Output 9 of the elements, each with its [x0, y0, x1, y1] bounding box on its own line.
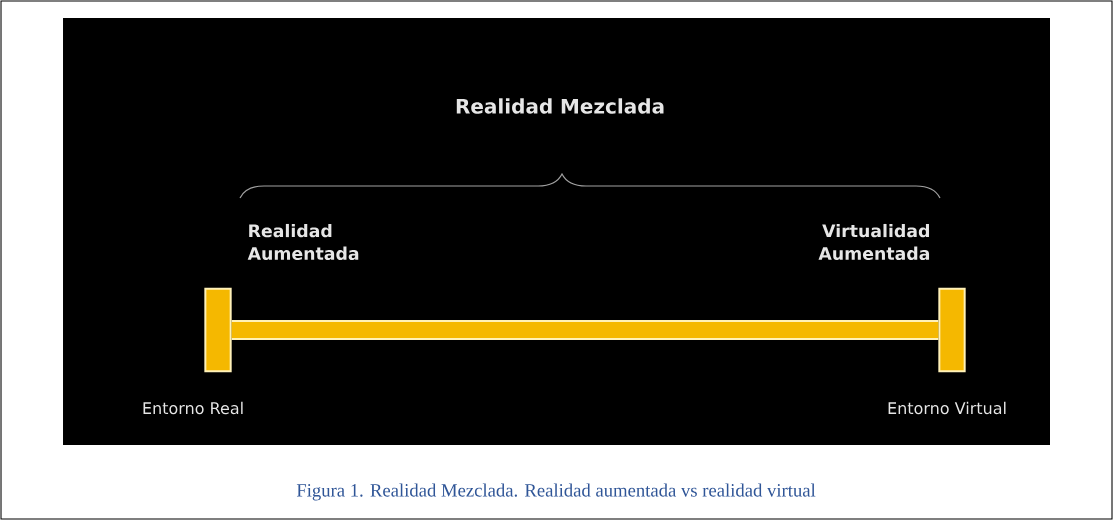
end-label: Entorno Real [143, 401, 243, 415]
region-label: Realidad Aumentada [247, 223, 359, 261]
connecting-bar [231, 320, 939, 340]
caption: Figura 1. Realidad Mezclada. Realidad aumentada vs realidad virtual [296, 483, 816, 501]
end-bar [204, 287, 232, 373]
region-label: Virtualidad Aumentada [818, 223, 930, 261]
end-bar [938, 287, 966, 373]
end-label: Entorno Virtual [888, 401, 1006, 415]
heading-label: Realidad Mezclada [456, 98, 664, 114]
